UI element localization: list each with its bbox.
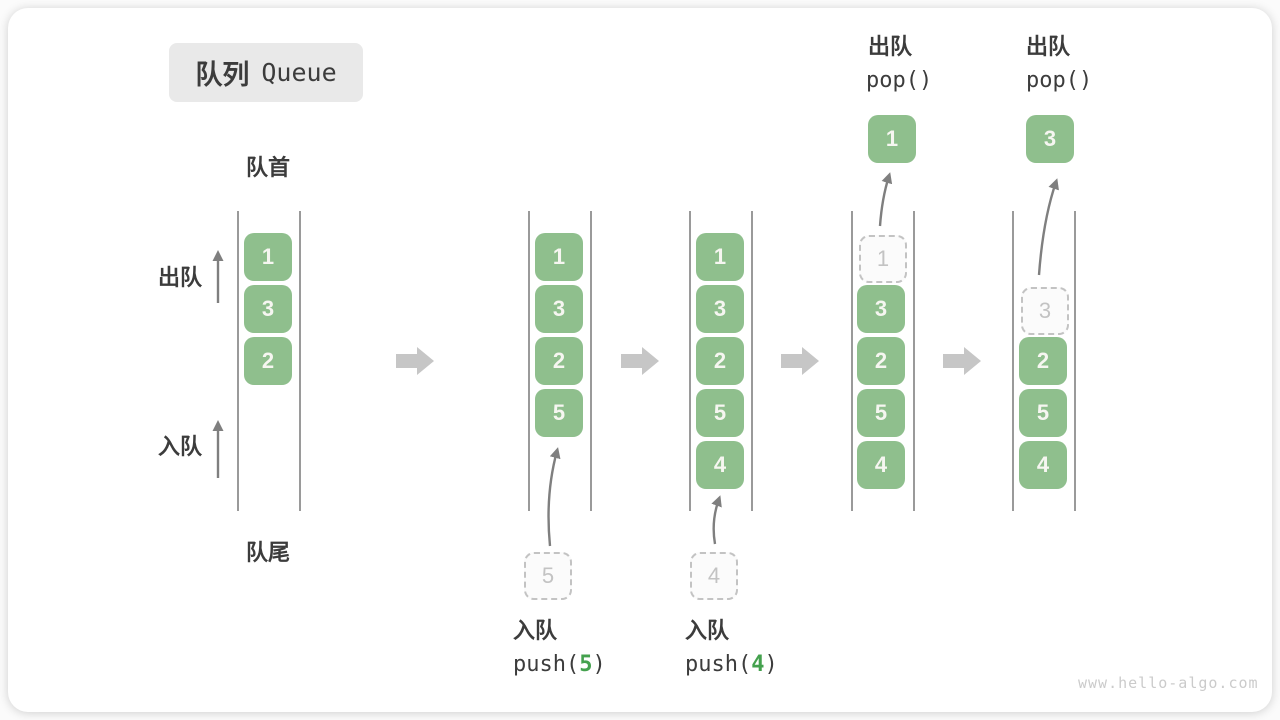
queue-item: 1	[535, 233, 583, 281]
queue-item: 2	[244, 337, 292, 385]
dequeue-op-label: 出队	[868, 34, 913, 59]
queue-item: 5	[1019, 389, 1067, 437]
queue-wall	[528, 211, 530, 511]
queue-item: 3	[857, 285, 905, 333]
title-box: 队列 Queue	[169, 43, 363, 102]
queue-item: 2	[535, 337, 583, 385]
removed-item-slot: 1	[859, 235, 907, 283]
queue-wall	[299, 211, 301, 511]
code-pre: push(	[513, 652, 580, 677]
pending-item: 4	[690, 552, 738, 600]
queue-item: 2	[696, 337, 744, 385]
queue-wall	[851, 211, 853, 511]
queue-item: 2	[857, 337, 905, 385]
queue-item: 1	[244, 233, 292, 281]
queue-wall	[913, 211, 915, 511]
code-post: )	[592, 652, 606, 677]
diagram-card	[8, 8, 1272, 712]
queue-item: 5	[535, 389, 583, 437]
queue-front-label: 队首	[245, 155, 290, 180]
popped-item: 3	[1026, 115, 1074, 163]
enqueue-side-label: 入队	[157, 434, 202, 459]
queue-wall	[1012, 211, 1014, 511]
pending-item: 5	[524, 552, 572, 600]
dequeue-op-code: pop()	[866, 68, 933, 93]
queue-item: 4	[857, 441, 905, 489]
queue-item: 2	[1019, 337, 1067, 385]
queue-wall	[590, 211, 592, 511]
popped-item: 1	[868, 115, 916, 163]
code-post: )	[764, 652, 778, 677]
queue-item: 4	[1019, 441, 1067, 489]
enqueue-op-label: 入队	[513, 618, 558, 643]
enqueue-op-label: 入队	[685, 618, 730, 643]
removed-item-slot: 3	[1021, 287, 1069, 335]
dequeue-op-label: 出队	[1026, 34, 1071, 59]
queue-item: 1	[696, 233, 744, 281]
queue-wall	[1074, 211, 1076, 511]
queue-item: 3	[696, 285, 744, 333]
queue-item: 5	[857, 389, 905, 437]
dequeue-side-label: 出队	[157, 265, 202, 290]
queue-wall	[689, 211, 691, 511]
queue-item: 5	[696, 389, 744, 437]
queue-wall	[237, 211, 239, 511]
queue-item: 3	[244, 285, 292, 333]
queue-item: 3	[535, 285, 583, 333]
code-arg: 4	[751, 652, 765, 677]
code-arg: 5	[579, 652, 593, 677]
code-pre: push(	[685, 652, 752, 677]
queue-rear-label: 队尾	[245, 540, 290, 565]
watermark: www.hello-algo.com	[1078, 674, 1259, 692]
enqueue-op-code: push(5)	[513, 652, 606, 678]
enqueue-op-code: push(4)	[685, 652, 778, 678]
dequeue-op-code: pop()	[1026, 68, 1093, 93]
title-en: Queue	[261, 58, 337, 87]
title-zh: 队列	[195, 60, 250, 90]
queue-item: 4	[696, 441, 744, 489]
queue-wall	[751, 211, 753, 511]
